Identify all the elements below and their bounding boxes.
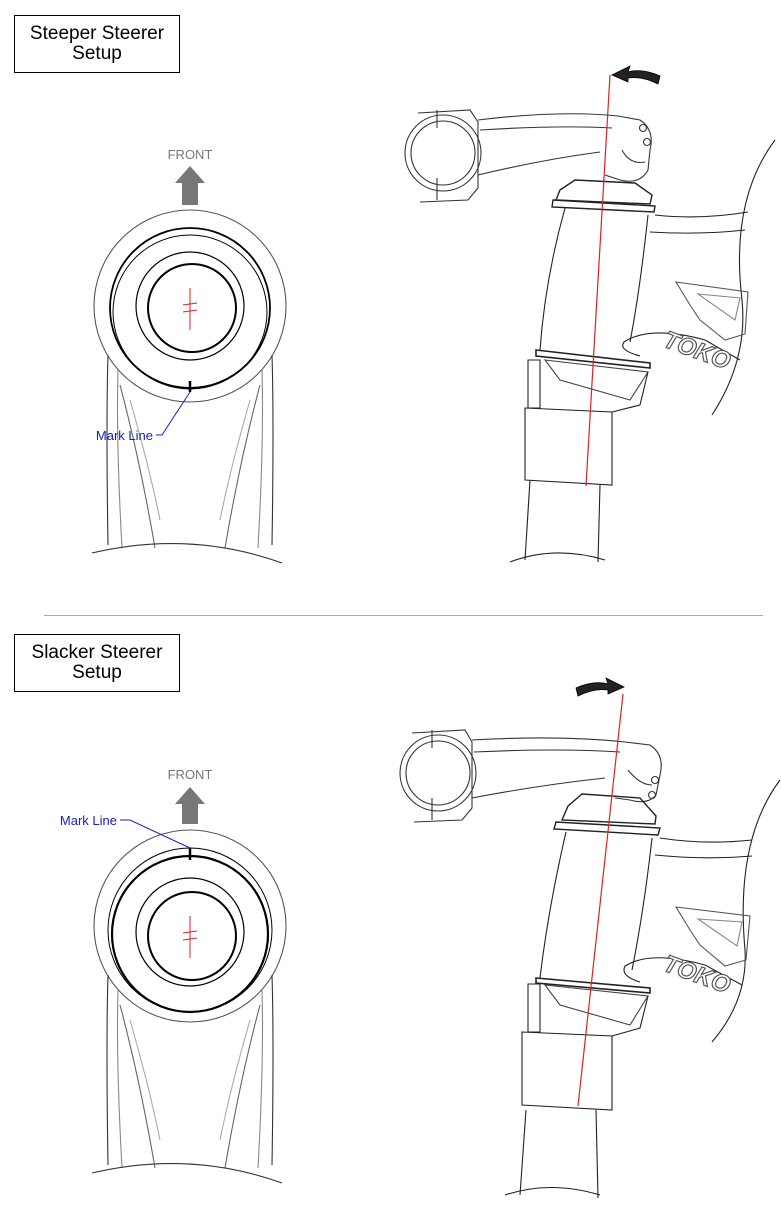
title-line-1: Steeper Steerer [29, 23, 165, 44]
mark-line-leader [156, 391, 191, 436]
title-line-1: Slacker Steerer [31, 642, 163, 663]
frame-top-view [91, 209, 287, 564]
frame-logo: TOKO [660, 326, 734, 375]
rotation-arrow-icon [611, 65, 661, 85]
steeper-setup-title: Steeper Steerer Setup [14, 15, 180, 73]
steering-axis-line [585, 74, 611, 487]
front-arrow-icon [175, 787, 205, 824]
front-arrow-icon [175, 166, 205, 205]
title-line-2: Setup [72, 43, 122, 64]
slacker-setup-title: Slacker Steerer Setup [14, 634, 180, 692]
center-crosshair [182, 288, 198, 330]
slacker-setup-drawing: FRONT Mark [60, 677, 781, 1199]
headtube-side-view [509, 139, 776, 563]
mark-line-label: Mark Line [60, 813, 117, 828]
headset-cup-top-view [107, 847, 273, 1014]
center-crosshair [182, 916, 198, 958]
front-label: FRONT [168, 767, 213, 782]
stem-side-view [404, 109, 652, 203]
headtube-side-view [504, 779, 781, 1199]
steeper-setup-panel: Steeper Steerer Setup FRONT [0, 0, 781, 600]
steeper-setup-drawing: FRONT Mark [91, 65, 776, 564]
title-line-2: Setup [72, 662, 122, 683]
stem-side-view [399, 729, 662, 823]
steering-axis-line [577, 693, 624, 1107]
panel-divider [44, 615, 763, 616]
front-label: FRONT [168, 147, 213, 162]
frame-top-view [91, 829, 287, 1184]
mark-line-leader [120, 819, 191, 849]
slacker-setup-panel: Slacker Steerer Setup FRONT [0, 610, 781, 1210]
rotation-arrow-icon [575, 677, 625, 697]
frame-logo: TOKO [660, 950, 734, 999]
mark-line-label: Mark Line [96, 428, 153, 443]
